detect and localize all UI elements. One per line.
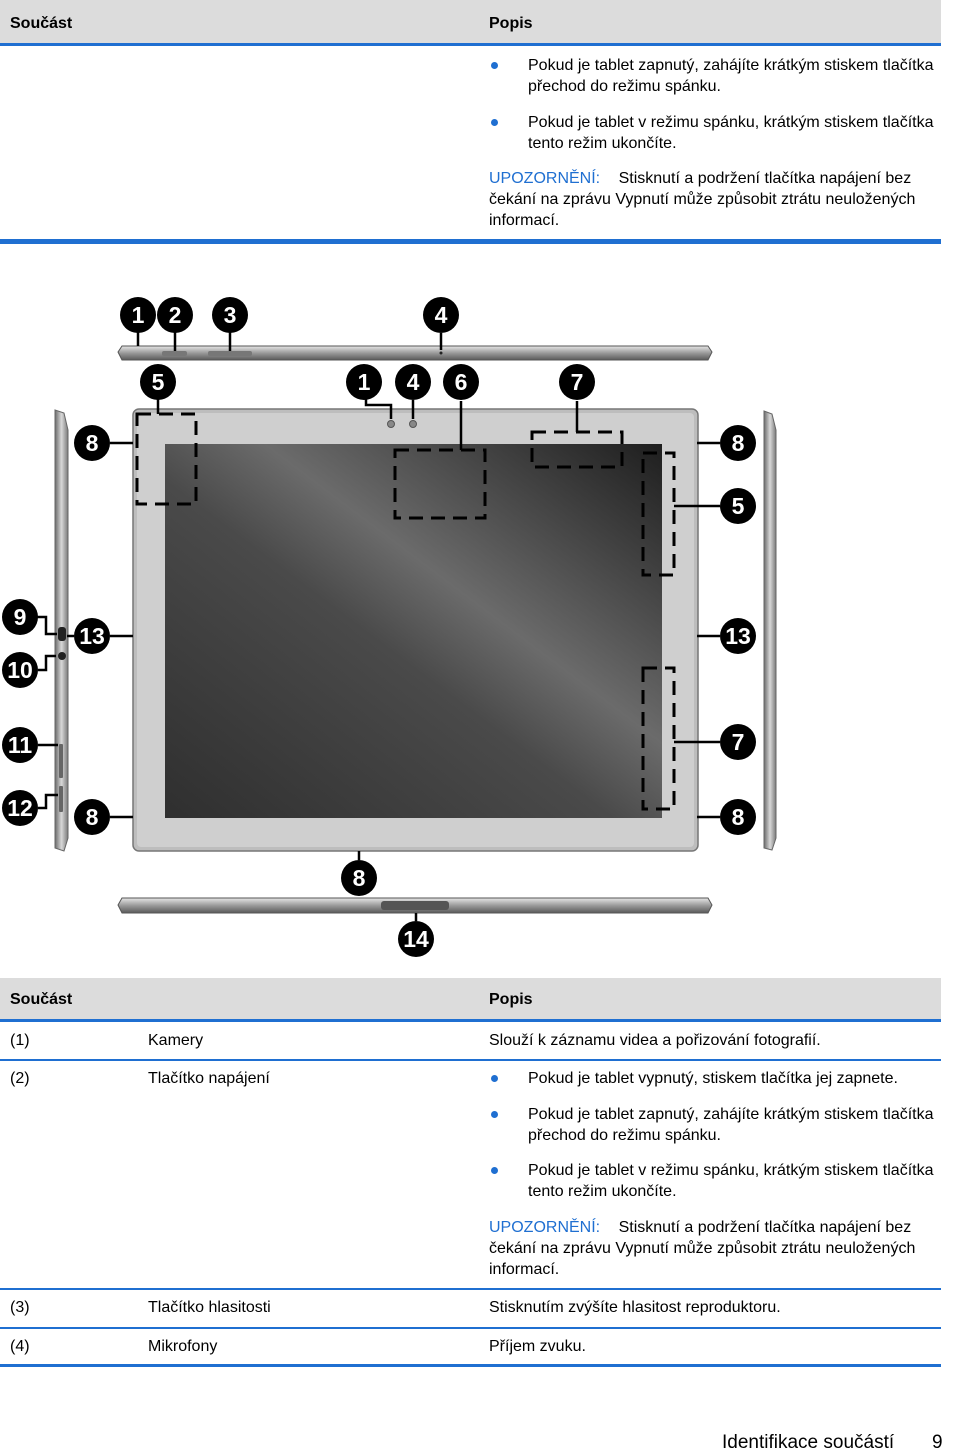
callout-number: 8 bbox=[74, 425, 110, 461]
card-slot bbox=[59, 786, 63, 812]
power-button bbox=[162, 351, 187, 356]
row-divider bbox=[0, 1327, 941, 1329]
callout-number: 13 bbox=[720, 618, 756, 654]
bullet-item: Pokud je tablet v režimu spánku, krátkým… bbox=[489, 112, 934, 154]
callout-number: 8 bbox=[341, 860, 377, 896]
row-component: Mikrofony bbox=[148, 1338, 218, 1355]
camera-dot bbox=[387, 420, 395, 428]
table-bottom-rule bbox=[0, 1364, 941, 1367]
volume-button bbox=[208, 351, 252, 356]
callout-number: 7 bbox=[720, 724, 756, 760]
row-divider bbox=[0, 1288, 941, 1290]
page-number: 9 bbox=[932, 1432, 943, 1453]
callout-number: 4 bbox=[395, 364, 431, 400]
tablet-top-edge bbox=[117, 345, 713, 361]
row-number: (4) bbox=[10, 1338, 30, 1355]
callout-number: 10 bbox=[2, 652, 38, 688]
bullet-item: Pokud je tablet zapnutý, zahájíte krátký… bbox=[489, 55, 934, 97]
volume-button-side bbox=[59, 744, 63, 778]
row-component: Kamery bbox=[148, 1032, 204, 1049]
callout-number: 8 bbox=[74, 799, 110, 835]
bullet-item: Pokud je tablet v režimu spánku, krátkým… bbox=[489, 1160, 934, 1202]
warning-label: UPOZORNĚNÍ: bbox=[489, 1219, 601, 1236]
callout-number: 8 bbox=[720, 799, 756, 835]
warning-text: Stisknutí a podržení tlačítka napájení b… bbox=[489, 170, 912, 208]
callout-number: 3 bbox=[212, 297, 248, 333]
row-description: Příjem zvuku. bbox=[489, 1338, 586, 1355]
warning-text: může způsobit ztrátu neuložených informa… bbox=[489, 1240, 916, 1278]
column-header-component: Součást bbox=[10, 991, 73, 1008]
callout-number: 4 bbox=[423, 297, 459, 333]
callout-number: 12 bbox=[2, 790, 38, 826]
tablet-screen bbox=[165, 444, 662, 818]
tablet-diagram bbox=[36, 332, 777, 921]
callout-number: 13 bbox=[74, 618, 110, 654]
table-bottom-rule bbox=[0, 239, 941, 244]
warning-label: UPOZORNĚNÍ: bbox=[489, 170, 601, 187]
bullet-item: Pokud je tablet zapnutý, zahájíte krátký… bbox=[489, 1104, 934, 1146]
antenna-zone-center bbox=[393, 448, 487, 520]
callout-number: 1 bbox=[120, 297, 156, 333]
warning-bold: Vypnutí bbox=[615, 1240, 669, 1257]
antenna-zone-left bbox=[135, 412, 198, 506]
warning-note: UPOZORNĚNÍ: Stisknutí a podržení tlačítk… bbox=[489, 168, 934, 231]
column-header-description: Popis bbox=[489, 15, 533, 32]
row-number: (1) bbox=[10, 1032, 30, 1049]
column-header-component: Součást bbox=[10, 15, 73, 32]
callout-number: 5 bbox=[140, 364, 176, 400]
audio-jack bbox=[58, 652, 66, 660]
row-number: (2) bbox=[10, 1070, 30, 1087]
callout-number: 8 bbox=[720, 425, 756, 461]
row-component: Tlačítko hlasitosti bbox=[148, 1299, 271, 1316]
row-divider bbox=[0, 1059, 941, 1061]
bullet-item: Pokud je tablet vypnutý, stiskem tlačítk… bbox=[489, 1068, 934, 1089]
callout-number: 2 bbox=[157, 297, 193, 333]
antenna-zone-right-lower bbox=[641, 666, 676, 811]
warning-text: může způsobit ztrátu neuložených informa… bbox=[489, 191, 916, 229]
row-number: (3) bbox=[10, 1299, 30, 1316]
row-description: Slouží k záznamu videa a pořizování foto… bbox=[489, 1032, 821, 1049]
top-table-header: Součást Popis bbox=[0, 0, 941, 46]
dock-connector bbox=[381, 901, 449, 910]
camera-dot bbox=[409, 420, 417, 428]
bottom-table-header: Součást Popis bbox=[0, 978, 941, 1022]
microphone-dot bbox=[439, 351, 443, 355]
callout-number: 7 bbox=[559, 364, 595, 400]
footer-section-title: Identifikace součástí bbox=[722, 1432, 895, 1453]
row-component: Tlačítko napájení bbox=[148, 1070, 270, 1087]
warning-bold: Vypnutí bbox=[615, 191, 669, 208]
warning-note: UPOZORNĚNÍ: Stisknutí a podržení tlačítk… bbox=[489, 1217, 934, 1280]
antenna-zone-right-upper bbox=[641, 451, 676, 577]
callout-number: 6 bbox=[443, 364, 479, 400]
column-header-description: Popis bbox=[489, 991, 533, 1008]
row-description: Stisknutím zvýšíte hlasitost reproduktor… bbox=[489, 1299, 781, 1316]
callout-number: 9 bbox=[2, 599, 38, 635]
callout-number: 5 bbox=[720, 488, 756, 524]
tablet-right-side bbox=[763, 410, 777, 851]
usb-port bbox=[58, 627, 66, 641]
callout-number: 1 bbox=[346, 364, 382, 400]
warning-text: Stisknutí a podržení tlačítka napájení b… bbox=[489, 1219, 912, 1257]
callout-number: 11 bbox=[2, 727, 38, 763]
callout-number: 14 bbox=[398, 921, 434, 957]
